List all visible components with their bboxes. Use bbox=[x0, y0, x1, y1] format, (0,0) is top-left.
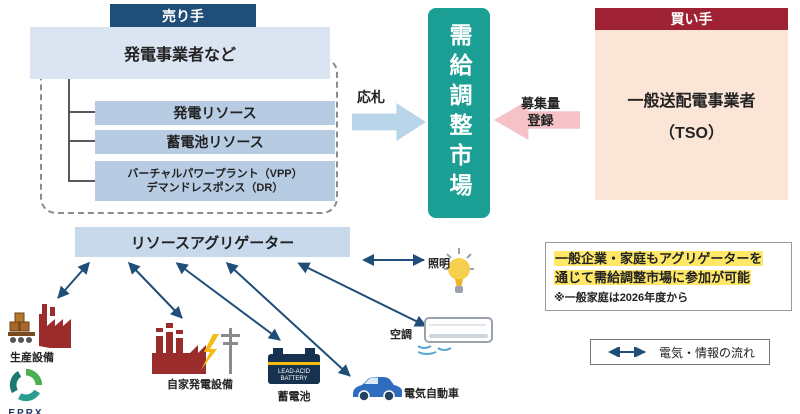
market-title: 需給調整市場 bbox=[446, 23, 472, 203]
bid-arrow-right bbox=[352, 103, 426, 141]
vpp-dr-box: バーチャルパワープラント（VPP） デマンドレスポンス（DR） bbox=[95, 161, 335, 201]
tso-label-line1: 一般送配電事業者 bbox=[627, 93, 756, 110]
factory-conveyor-icon bbox=[8, 304, 71, 348]
electric-car-icon bbox=[353, 377, 402, 402]
battery-icon-text-2: BATTERY bbox=[280, 376, 307, 382]
flow-arrow bbox=[127, 261, 183, 319]
battery-label: 蓄電池 bbox=[277, 391, 311, 403]
legend-double-arrow-icon bbox=[607, 347, 646, 357]
note-highlight-2: 通じて需給調整市場に参加が可能 bbox=[554, 270, 752, 285]
aircon-label: 空調 bbox=[390, 329, 412, 341]
vpp-label: バーチャルパワープラント（VPP） bbox=[127, 168, 303, 180]
connector-line bbox=[68, 180, 95, 182]
producer-box: 発電事業者など bbox=[30, 27, 330, 79]
legend-label: 電気・情報の流れ bbox=[658, 345, 755, 360]
note-highlight-1: 一般企業・家庭もアグリゲーターを bbox=[554, 251, 764, 266]
battery-icon-text-1: LEAD-ACID bbox=[278, 369, 311, 375]
lighting-label: 照明 bbox=[428, 258, 450, 270]
storage-battery-icon: LEAD-ACID BATTERY bbox=[268, 348, 320, 384]
note-line2: 通じて需給調整市場に参加が可能 bbox=[554, 268, 783, 287]
generation-resource-box: 発電リソース bbox=[95, 101, 335, 125]
eprx-logo: EPRX bbox=[4, 366, 48, 414]
connector-line bbox=[68, 140, 95, 142]
buyer-header: 買い手 bbox=[595, 8, 788, 30]
eprx-swirl-icon bbox=[9, 368, 43, 402]
self-generation-factory-icon bbox=[152, 323, 240, 374]
legend-box: 電気・情報の流れ bbox=[590, 339, 770, 365]
tso-label-line2: （TSO） bbox=[659, 125, 724, 142]
recruit-label-line2: 登録 bbox=[527, 113, 554, 128]
seller-header: 売り手 bbox=[110, 4, 256, 27]
note-box: 一般企業・家庭もアグリゲーターを 通じて需給調整市場に参加が可能 ※一般家庭は2… bbox=[545, 242, 792, 311]
connector-line-vertical bbox=[68, 79, 70, 182]
flow-arrow bbox=[297, 262, 427, 327]
lightbulb-icon bbox=[444, 248, 474, 293]
flow-arrow bbox=[57, 261, 90, 299]
note-line1: 一般企業・家庭もアグリゲーターを bbox=[554, 249, 783, 268]
recruit-label-line1: 募集量 bbox=[521, 96, 561, 111]
tso-box: 一般送配電事業者 （TSO） bbox=[595, 30, 788, 200]
market-box: 需給調整市場 bbox=[428, 8, 490, 218]
eprx-logo-text: EPRX bbox=[8, 408, 44, 414]
production-label: 生産設備 bbox=[10, 352, 54, 364]
aggregator-box: リソースアグリゲーター bbox=[75, 227, 350, 257]
air-conditioner-icon bbox=[417, 317, 493, 355]
dr-label: デマンドレスポンス（DR） bbox=[146, 182, 284, 194]
connector-line bbox=[68, 111, 95, 113]
bid-label: 応札 bbox=[357, 89, 385, 105]
note-subtext: ※一般家庭は2026年度から bbox=[554, 292, 689, 304]
recruit-label: 募集量 登録 bbox=[521, 95, 560, 129]
battery-resource-box: 蓄電池リソース bbox=[95, 130, 335, 154]
ev-label: 電気自動車 bbox=[404, 388, 459, 400]
self-generation-label: 自家発電設備 bbox=[167, 379, 233, 391]
